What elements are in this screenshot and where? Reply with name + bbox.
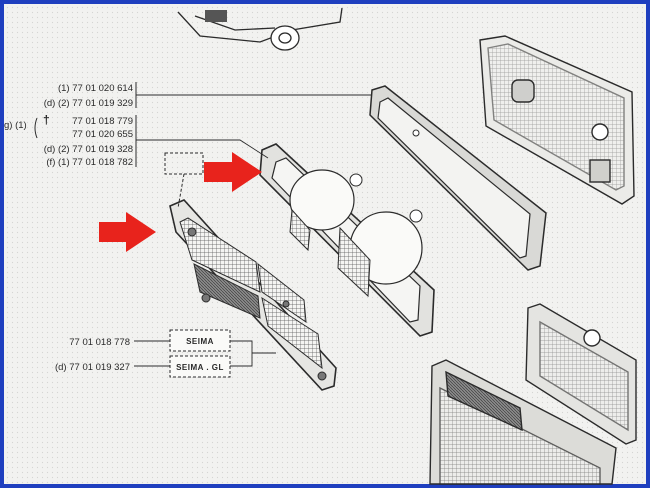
rear-frame-callout: (1) 77 01 020 614 (d) (2) 77 01 019 329 — [44, 82, 372, 109]
lens-brand-label: SEIMA — [186, 337, 214, 346]
lens-callout: 77 01 018 778 (d) 77 01 019 327 SEIMA SE… — [55, 329, 276, 378]
lens-label-box — [169, 329, 231, 352]
lens-cover — [169, 199, 337, 391]
lamp-housing-ref: 77 01 018 779 — [72, 116, 133, 127]
rear-frame-ref: (1) 77 01 020 614 — [58, 83, 133, 94]
lens-brand-label: SEIMA . GL — [176, 363, 224, 372]
lamp-housing-ref: 77 01 020 655 — [72, 129, 133, 140]
dagger-mark: † — [43, 113, 50, 127]
lamp-housing-callout: g) (1) † 77 01 018 779 77 01 020 655 (d)… — [4, 113, 269, 168]
lens-ref: (d) 77 01 019 327 — [55, 362, 130, 373]
rear-frame-ref: (d) (2) 77 01 019 329 — [44, 98, 133, 109]
lamp-housing-leader — [136, 139, 269, 159]
lamp-housing-ref: (d) (2) 77 01 019 328 — [44, 144, 133, 155]
lamp-body — [479, 35, 635, 205]
red-arrow-icon — [204, 152, 262, 192]
lamp-housing-ref: (f) (1) 77 01 018 782 — [46, 157, 133, 168]
lower-lamp-assembly — [429, 303, 637, 485]
rear-frame-gasket — [369, 85, 547, 271]
lens-ref: 77 01 018 778 — [69, 337, 130, 348]
car-sketch — [177, 7, 343, 51]
leader-dashed — [177, 173, 185, 209]
red-arrow-icon — [99, 212, 156, 252]
lamp-housing — [259, 143, 435, 337]
lamp-housing-prefix: g) (1) — [4, 120, 27, 131]
lens-label-box — [169, 355, 231, 378]
